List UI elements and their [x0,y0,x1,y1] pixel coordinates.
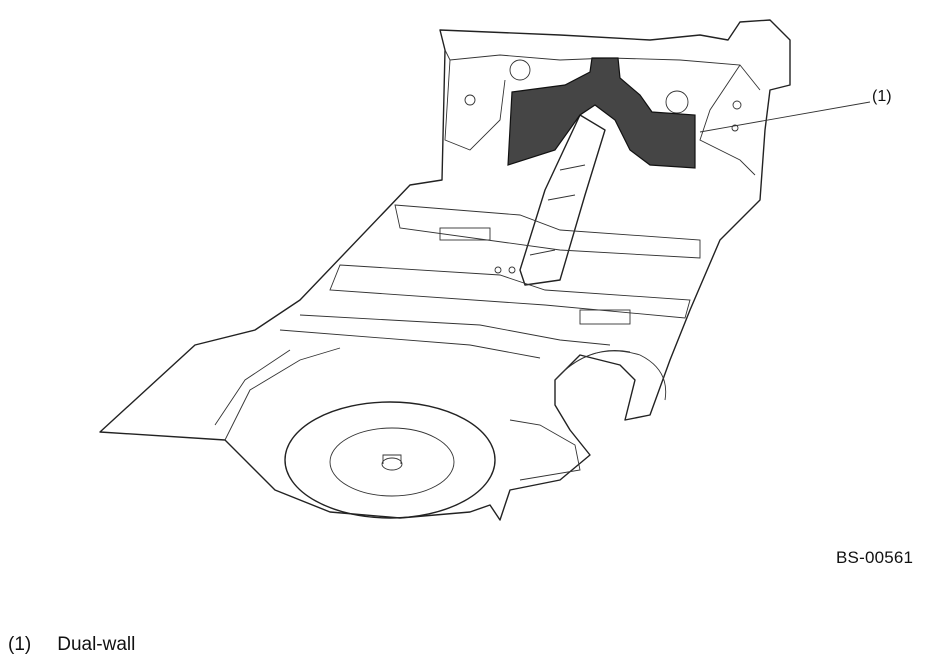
legend-text: Dual-wall [57,634,136,655]
dual-wall-region [508,58,695,168]
floor-outline [99,19,791,521]
callout-1-label: (1) [872,88,892,105]
legend-number: (1) [8,634,32,655]
wheel-arch [554,350,667,401]
callout-leader [699,101,871,133]
spare-tire-well [284,401,496,519]
legend-item-1: (1) Dual-wall [8,634,135,656]
front-crossmember [394,204,701,259]
figure-code: BS-00561 [836,548,914,567]
bulkhead [444,49,761,91]
mid-crossmember [329,264,691,319]
center-tunnel [519,114,606,286]
